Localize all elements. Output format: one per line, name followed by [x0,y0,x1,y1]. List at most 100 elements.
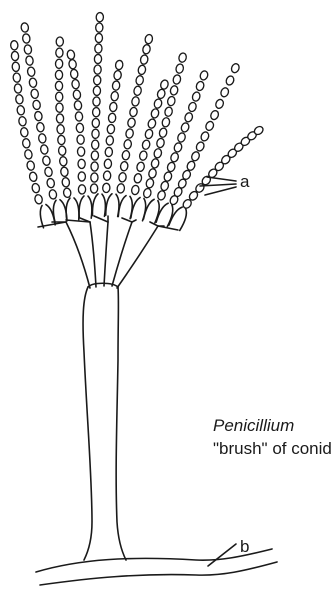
conidium [133,86,142,96]
conidium [56,114,64,124]
phialide [52,199,68,223]
conidium [104,159,112,169]
conidium [59,156,67,166]
phialide [66,198,79,220]
conidium [147,118,156,129]
conidium [25,56,33,66]
conidium [137,65,146,76]
conidium [163,171,173,182]
conidium [36,122,45,132]
conidium [42,156,51,166]
conidium [30,89,39,99]
branch-connector [94,216,108,222]
conidium [17,105,25,115]
conidium [78,159,85,168]
caption-description: "brush" of conidia [213,439,332,459]
conidium [180,122,190,133]
conidium [141,139,150,150]
conidium [20,127,29,137]
conidium [167,96,176,107]
conidium [91,151,98,160]
conidium [195,141,205,152]
metula-branch [104,222,108,286]
phialide-outline [169,205,190,230]
conidium [93,86,101,95]
conidium [148,168,157,179]
metula-branch [117,226,158,288]
conidium [24,149,33,159]
conidium [22,138,31,148]
conidium [95,33,103,42]
conidium [144,34,153,45]
conidium [22,33,30,43]
conidium [199,70,209,81]
conidium [135,75,144,85]
conidium [21,22,29,32]
conidium [32,100,41,110]
conidium [55,81,62,90]
conidium [142,44,151,55]
conidium [15,94,23,104]
conidium [156,138,165,149]
conidium [63,188,71,198]
conidium [56,103,64,112]
conidium [108,113,116,123]
conidium [91,173,98,182]
metula-branch [66,222,90,288]
conidium [58,146,66,156]
leader-line-b [208,544,236,566]
conidium [178,52,187,63]
conidia-chain [102,60,123,193]
conidium [120,161,129,171]
conidium [169,85,178,96]
conidium [93,75,101,84]
conidium [136,161,145,172]
phialide [169,205,190,230]
conidium [145,178,154,189]
conidium [175,63,184,74]
conidium [131,96,140,106]
conidium [117,183,125,193]
conidium [95,44,103,53]
conidium [150,108,160,119]
conidium [170,152,180,163]
conidium [38,133,47,143]
conidia-chain [117,34,154,194]
conidium [60,167,68,177]
conidium [44,167,53,177]
conidium [94,65,102,74]
phialide-outline [52,199,68,223]
conidium [57,124,65,134]
conidium [93,97,101,106]
conidium [68,59,77,69]
conidium [164,106,173,117]
metulae-and-phialides [38,193,190,288]
conidium [24,44,32,54]
conidium [187,101,197,112]
conidium [220,87,230,98]
conidium [123,139,132,149]
conidium [156,88,166,99]
conidium [158,127,167,138]
label-a: a [240,172,249,192]
conidium [143,188,152,199]
conidium [70,69,78,79]
conidium [102,183,110,193]
conidium [140,54,149,65]
conidium [91,162,98,171]
phialide [131,196,149,220]
conidium [184,112,194,123]
conidium [166,161,176,172]
conidium [205,120,215,131]
conidium [27,67,36,77]
conidium [75,112,83,122]
conidium [77,135,85,145]
conidium [106,136,114,146]
conidia-chain [90,12,103,193]
conidium [67,50,76,60]
conidium [173,142,183,153]
conidium [12,62,20,72]
conidium [153,98,163,109]
conidium [90,184,97,193]
